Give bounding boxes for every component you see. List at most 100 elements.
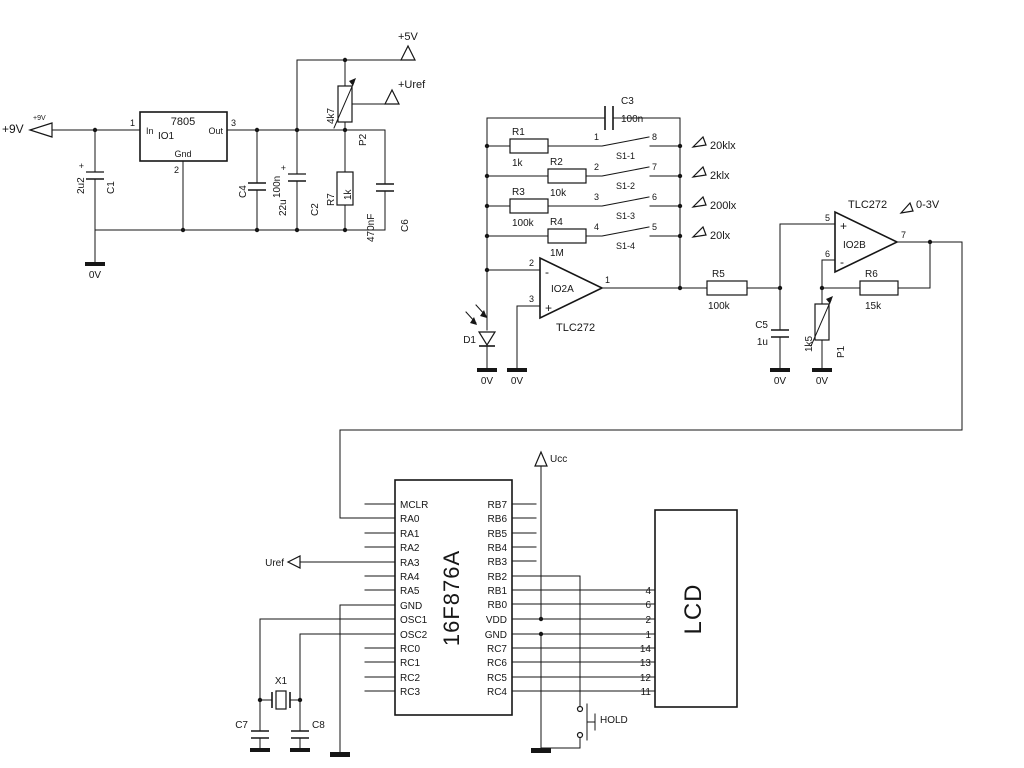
io2b-pin-5: 5 — [825, 213, 830, 223]
ground-bar-icon — [330, 752, 350, 757]
range-arrow-icon — [691, 225, 707, 238]
uref-arrow-icon — [384, 88, 400, 105]
regulator-value: 7805 — [171, 116, 195, 128]
ground-bar-icon — [531, 748, 551, 753]
photodiode-d1: D1 0V — [463, 304, 497, 387]
power-section: +9V +9V + 2u2 C1 7805 IO1 In Out Gnd 1 3… — [2, 31, 426, 281]
capacitor-c6: 470nF C6 — [366, 129, 411, 242]
s1-1-label: S1-1 — [616, 151, 635, 161]
capacitor-c2: + 22u C2 — [278, 129, 321, 231]
resistor-r6: R6 15k — [821, 241, 931, 312]
mcu-section: 16F876A MCLR RA0 RA1 RA2 RA3 — [235, 450, 656, 757]
pin-ra0: RA0 — [400, 514, 420, 525]
c1-polarity: + — [79, 161, 84, 171]
power-ground: 0V — [85, 227, 386, 281]
c6-value: 470nF — [366, 214, 377, 242]
range-label-20klx: 20klx — [710, 140, 736, 152]
pin-rb7: RB7 — [488, 500, 508, 511]
opamp-io2b: + - IO2B TLC272 5 6 7 0-3V — [779, 199, 963, 289]
r6-value: 15k — [865, 301, 882, 312]
r7-ref: R7 — [326, 193, 337, 206]
pin-osc1: OSC1 — [400, 615, 428, 626]
regulator-pin-gnd-name: Gnd — [174, 149, 191, 159]
io2a-pin-1: 1 — [605, 275, 610, 285]
pin-rb1: RB1 — [488, 586, 508, 597]
mcu-right-stubs — [511, 503, 656, 692]
r4-value: 1M — [550, 248, 564, 259]
ground-bar-icon — [507, 368, 527, 372]
range-arrow-icon — [899, 201, 914, 214]
input-connector-arrow-icon — [286, 555, 301, 569]
range-label-200lx: 200lx — [710, 200, 737, 212]
pin-rc3: RC3 — [400, 687, 420, 698]
range-label-20lx: 20lx — [710, 230, 731, 242]
c2-ref: C2 — [310, 203, 321, 216]
lcd-body — [654, 509, 738, 708]
hold-label: HOLD — [600, 715, 628, 726]
pin-rb0: RB0 — [488, 600, 508, 611]
gnd-label: 0V — [816, 376, 829, 387]
r5-value: 100k — [708, 301, 731, 312]
ground-bar-icon — [812, 368, 832, 372]
io2a-plus-sign: + — [545, 301, 552, 315]
resistor-r5: R5 100k — [706, 269, 783, 312]
r1-ref: R1 — [512, 127, 525, 138]
net-label-5v: +5V — [398, 31, 419, 43]
lcd-pin-12: 12 — [640, 673, 652, 684]
c8-ref: C8 — [312, 720, 325, 731]
pin-rc7: RC7 — [487, 644, 507, 655]
s1-1-pin-l: 1 — [594, 132, 599, 142]
s1-2-pin-l: 2 — [594, 162, 599, 172]
c5-ref: C5 — [755, 320, 768, 331]
mcu-left-stubs — [259, 503, 396, 692]
opamp-io2a: - + IO2A TLC272 2 3 1 0V — [486, 256, 708, 387]
pin-vdd: VDD — [486, 615, 507, 626]
mcu-body — [394, 479, 513, 716]
io2b-plus-sign: + — [840, 219, 847, 233]
mcu-left-pin-labels: MCLR RA0 RA1 RA2 RA3 RA4 RA5 GND OSC1 OS… — [400, 500, 428, 698]
pin-rc5: RC5 — [487, 673, 507, 684]
pin-ra4: RA4 — [400, 572, 420, 583]
lcd-pin-6: 6 — [645, 600, 651, 611]
net-label-9v-small: +9V — [33, 115, 46, 122]
s1-4-pin-r: 5 — [652, 222, 657, 232]
pin-rc1: RC1 — [400, 658, 420, 669]
io2a-part: TLC272 — [556, 322, 595, 334]
c1-ref: C1 — [106, 181, 117, 194]
pin-gnd-left: GND — [400, 601, 422, 612]
r2-value: 10k — [550, 188, 567, 199]
s1-1-pin-r: 8 — [652, 132, 657, 142]
r3-value: 100k — [512, 218, 535, 229]
lcd-pin-1: 1 — [645, 630, 651, 641]
regulator-pin-2: 2 — [174, 165, 179, 175]
pin-rc0: RC0 — [400, 644, 420, 655]
lcd-pin-14: 14 — [640, 644, 652, 655]
io2b-minus-sign: - — [840, 255, 844, 269]
trimmer-p1: 1k5 P1 0V — [804, 285, 847, 387]
range-row-4: R4 1M 4 5 S1-4 20lx — [486, 217, 731, 259]
hold-button: HOLD — [540, 575, 628, 749]
range-label-2klx: 2klx — [710, 170, 730, 182]
mcu-gnd-left — [330, 604, 350, 757]
regulator-pin-3: 3 — [231, 118, 236, 128]
pin-rc4: RC4 — [487, 687, 507, 698]
capacitor-c1: + 2u2 C1 — [76, 129, 117, 231]
ground-bar-icon — [85, 262, 105, 266]
range-arrow-icon — [691, 195, 707, 208]
s1-3-pin-r: 6 — [652, 192, 657, 202]
s1-2-pin-r: 7 — [652, 162, 657, 172]
c2-value: 22u — [278, 199, 289, 216]
gnd-label: 0V — [774, 376, 787, 387]
output-range-label: 0-3V — [916, 199, 940, 211]
range-row-2: R2 10k 2 7 S1-2 2klx — [486, 157, 730, 199]
lcd-pin-2: 2 — [645, 615, 651, 626]
pin-osc2: OSC2 — [400, 630, 428, 641]
gnd-label: 0V — [511, 376, 524, 387]
capacitor-c4: C4 100n — [238, 129, 283, 231]
pin-ra1: RA1 — [400, 529, 420, 540]
regulator-pin-out-name: Out — [208, 126, 223, 136]
uref-input: Uref — [265, 555, 301, 569]
capacitor-c5: C5 1u 0V — [755, 287, 790, 387]
pin-rc2: RC2 — [400, 673, 420, 684]
